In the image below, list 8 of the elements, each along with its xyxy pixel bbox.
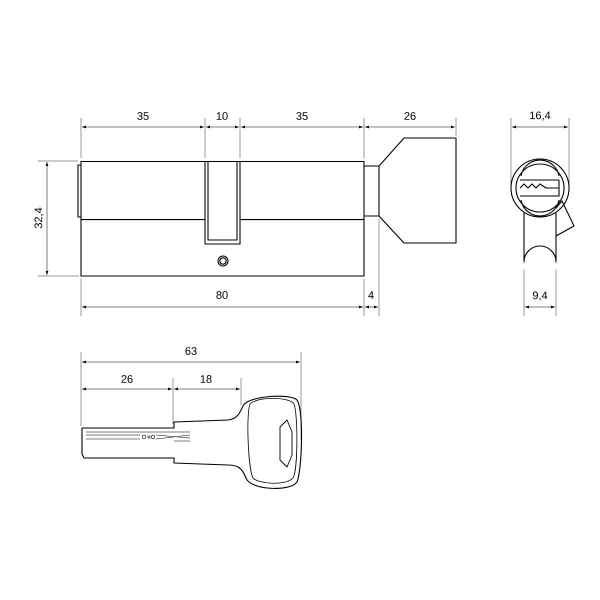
dimension-label: 26: [402, 111, 418, 121]
dimension-label: 18: [198, 374, 214, 384]
dimension-label: 63: [184, 346, 198, 356]
dimension-label: 26: [120, 374, 134, 384]
dimension-label: 80: [214, 290, 230, 300]
dimension-label: 35: [136, 111, 150, 121]
dimension-label: 10: [214, 111, 230, 121]
dimension-label: 35: [294, 111, 310, 121]
